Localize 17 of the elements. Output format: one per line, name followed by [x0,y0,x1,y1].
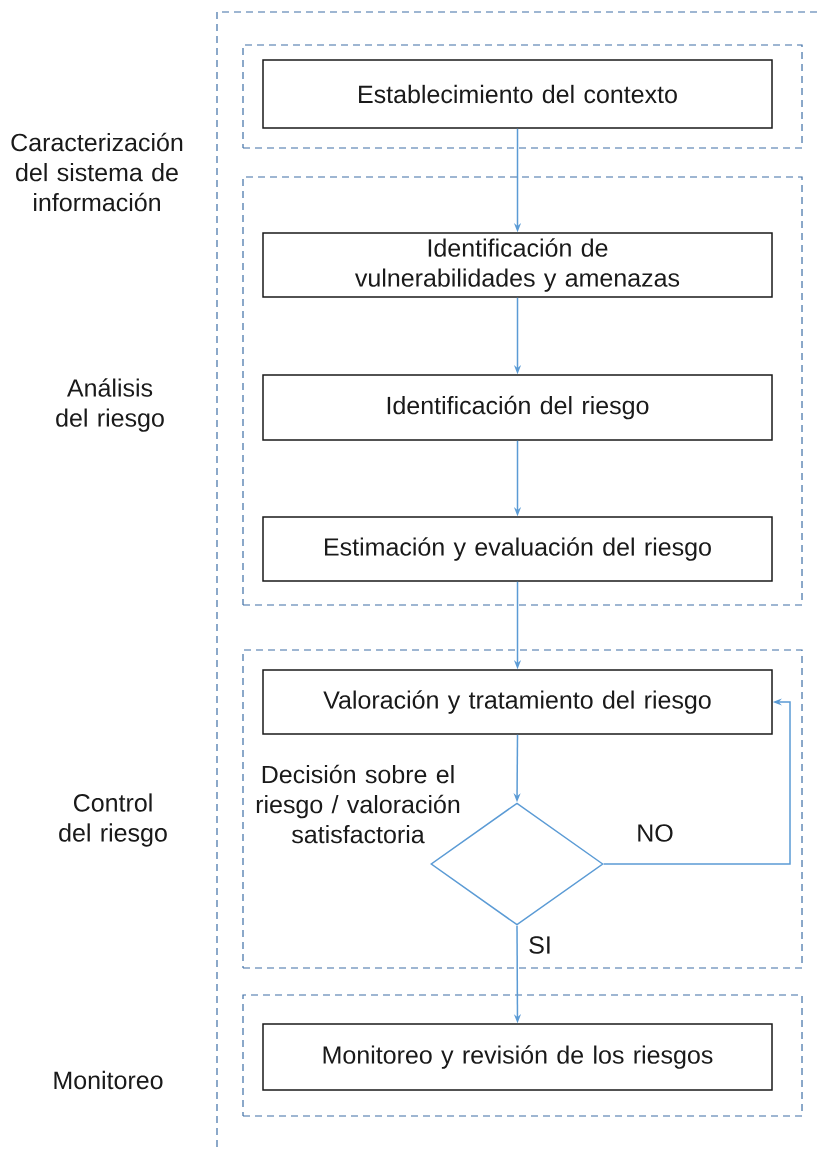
edge-label: NO [634,822,676,844]
process-box: Valoración y tratamiento del riesgo [262,669,773,735]
section-label: Control del riesgo [59,793,167,847]
process-box: Establecimiento del contexto [262,59,773,129]
section-label: Monitoreo [54,1070,163,1090]
decision-label: Decisión sobre el riesgo / valoración satisfactoria [256,764,460,844]
process-box: Monitoreo y revisión de los riesgos [262,1023,773,1091]
process-box: Identificación del riesgo [262,374,773,441]
section-label: Caracterización del sistema de información [11,132,183,212]
process-box: Estimación y evaluación del riesgo [262,516,773,582]
section-label: Análisis del riesgo [56,378,164,432]
process-box: Identificación de vulnerabilidades y amenazas [262,232,773,298]
group-box [242,176,803,606]
group-box [242,994,803,1117]
edge-label: SI [526,934,554,956]
group-box [242,649,803,969]
group-box [242,44,803,149]
